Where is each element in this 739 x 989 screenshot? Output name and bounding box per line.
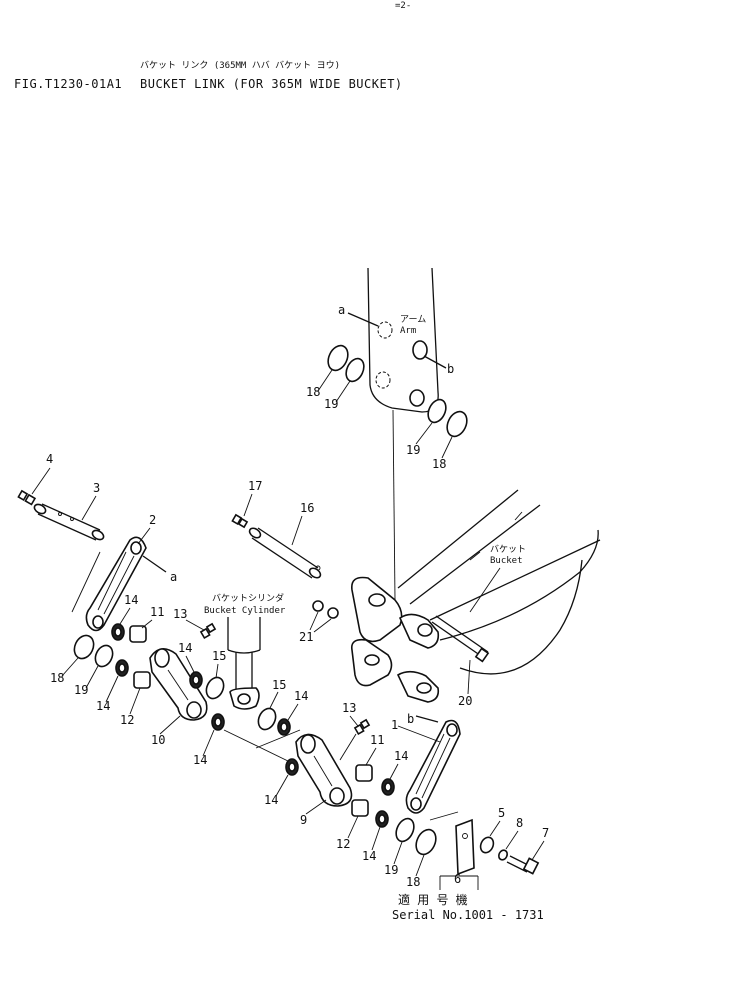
seal-14-left-b [115,659,129,677]
washer-8 [498,849,508,861]
label-14: 14 [264,793,278,807]
ring-18-right [415,828,437,856]
label-14: 14 [294,689,308,703]
grease-nipple-13-left [199,622,217,640]
label-9: 9 [300,813,307,827]
label-1: 1 [391,718,398,732]
ring-15-left [205,676,225,700]
ref-b-upper: b [447,362,454,376]
label-13: 13 [173,607,187,621]
seal-14-left-a [111,623,125,641]
label-15: 15 [212,649,226,663]
label-18: 18 [306,385,320,399]
bolt-7 [506,855,540,875]
washer-5 [479,836,495,854]
label-5: 5 [498,806,505,820]
label-6: 6 [454,872,461,886]
label-11: 11 [150,605,164,619]
bolt-20 [431,615,490,663]
label-8: 8 [516,816,523,830]
plate-6 [455,818,475,876]
ref-a-lower: a [170,570,177,584]
label-19: 19 [74,683,88,697]
seal-14-mid-a [189,671,203,689]
title-english: BUCKET LINK (FOR 365M WIDE BUCKET) [140,77,403,91]
grease-nipple-4 [17,489,37,506]
serial-range: Serial No.1001 - 1731 [392,908,544,922]
ring-15-right [257,707,277,731]
label-4: 4 [46,452,53,466]
seal-14-right-c [375,810,389,828]
label-11: 11 [370,733,384,747]
bushing-12-left [133,671,151,689]
bushing-12-right [351,799,369,817]
ring-18-upper-left [327,344,349,372]
label-14: 14 [178,641,192,655]
bucket-illustration [350,489,601,703]
label-18: 18 [432,457,446,471]
label-19: 19 [324,397,338,411]
label-15: 15 [272,678,286,692]
ref-a-upper: a [338,303,345,317]
top-mark: =2- [395,1,411,11]
ring-18-upper-right [446,410,468,438]
link-1 [405,719,461,814]
ref-b-lower: b [407,712,414,726]
label-17: 17 [248,479,262,493]
label-14: 14 [193,753,207,767]
ring-19-upper-left [345,357,365,383]
label-14: 14 [124,593,138,607]
seal-14-lower-mid [285,758,299,776]
label-10: 10 [151,733,165,747]
label-14: 14 [96,699,110,713]
figure-number: FIG.T1230-01A1 [14,77,122,91]
nut-21 [312,600,339,619]
ring-19-left [94,644,114,668]
label-7: 7 [542,826,549,840]
label-2: 2 [149,513,156,527]
pin-3 [33,503,105,541]
label-19: 19 [406,443,420,457]
bucket-cylinder-jp: バケットシリンダ [212,592,284,604]
bushing-11-right [355,764,373,782]
label-12: 12 [336,837,350,851]
label-3: 3 [93,481,100,495]
bucket-cylinder-en: Bucket Cylinder [204,606,286,616]
label-14: 14 [362,849,376,863]
seal-14-mid-b [211,713,225,731]
label-18: 18 [50,671,64,685]
label-18: 18 [406,875,420,889]
pin-16 [248,527,322,579]
serial-label-jp: 適 用 号 機 [398,892,468,907]
label-20: 20 [458,694,472,708]
grease-nipple-17 [231,513,249,529]
link-10 [149,648,208,721]
bucket-cylinder [227,617,261,710]
seal-14-right-a [277,718,291,736]
ring-19-right [395,817,415,843]
label-12: 12 [120,713,134,727]
bushing-11-left [129,625,147,643]
link-2 [71,536,147,632]
grease-nipple-13-right [353,718,371,736]
seal-14-right-b [381,778,395,796]
label-19: 19 [384,863,398,877]
label-14: 14 [394,749,408,763]
label-21: 21 [299,630,313,644]
ring-18-left [73,634,95,660]
title-japanese: バケット リンク (365MM ハバ バケット ヨウ) [140,60,340,71]
ring-19-upper-right [427,398,447,424]
link-9 [295,733,353,807]
label-13: 13 [342,701,356,715]
label-16: 16 [300,501,314,515]
